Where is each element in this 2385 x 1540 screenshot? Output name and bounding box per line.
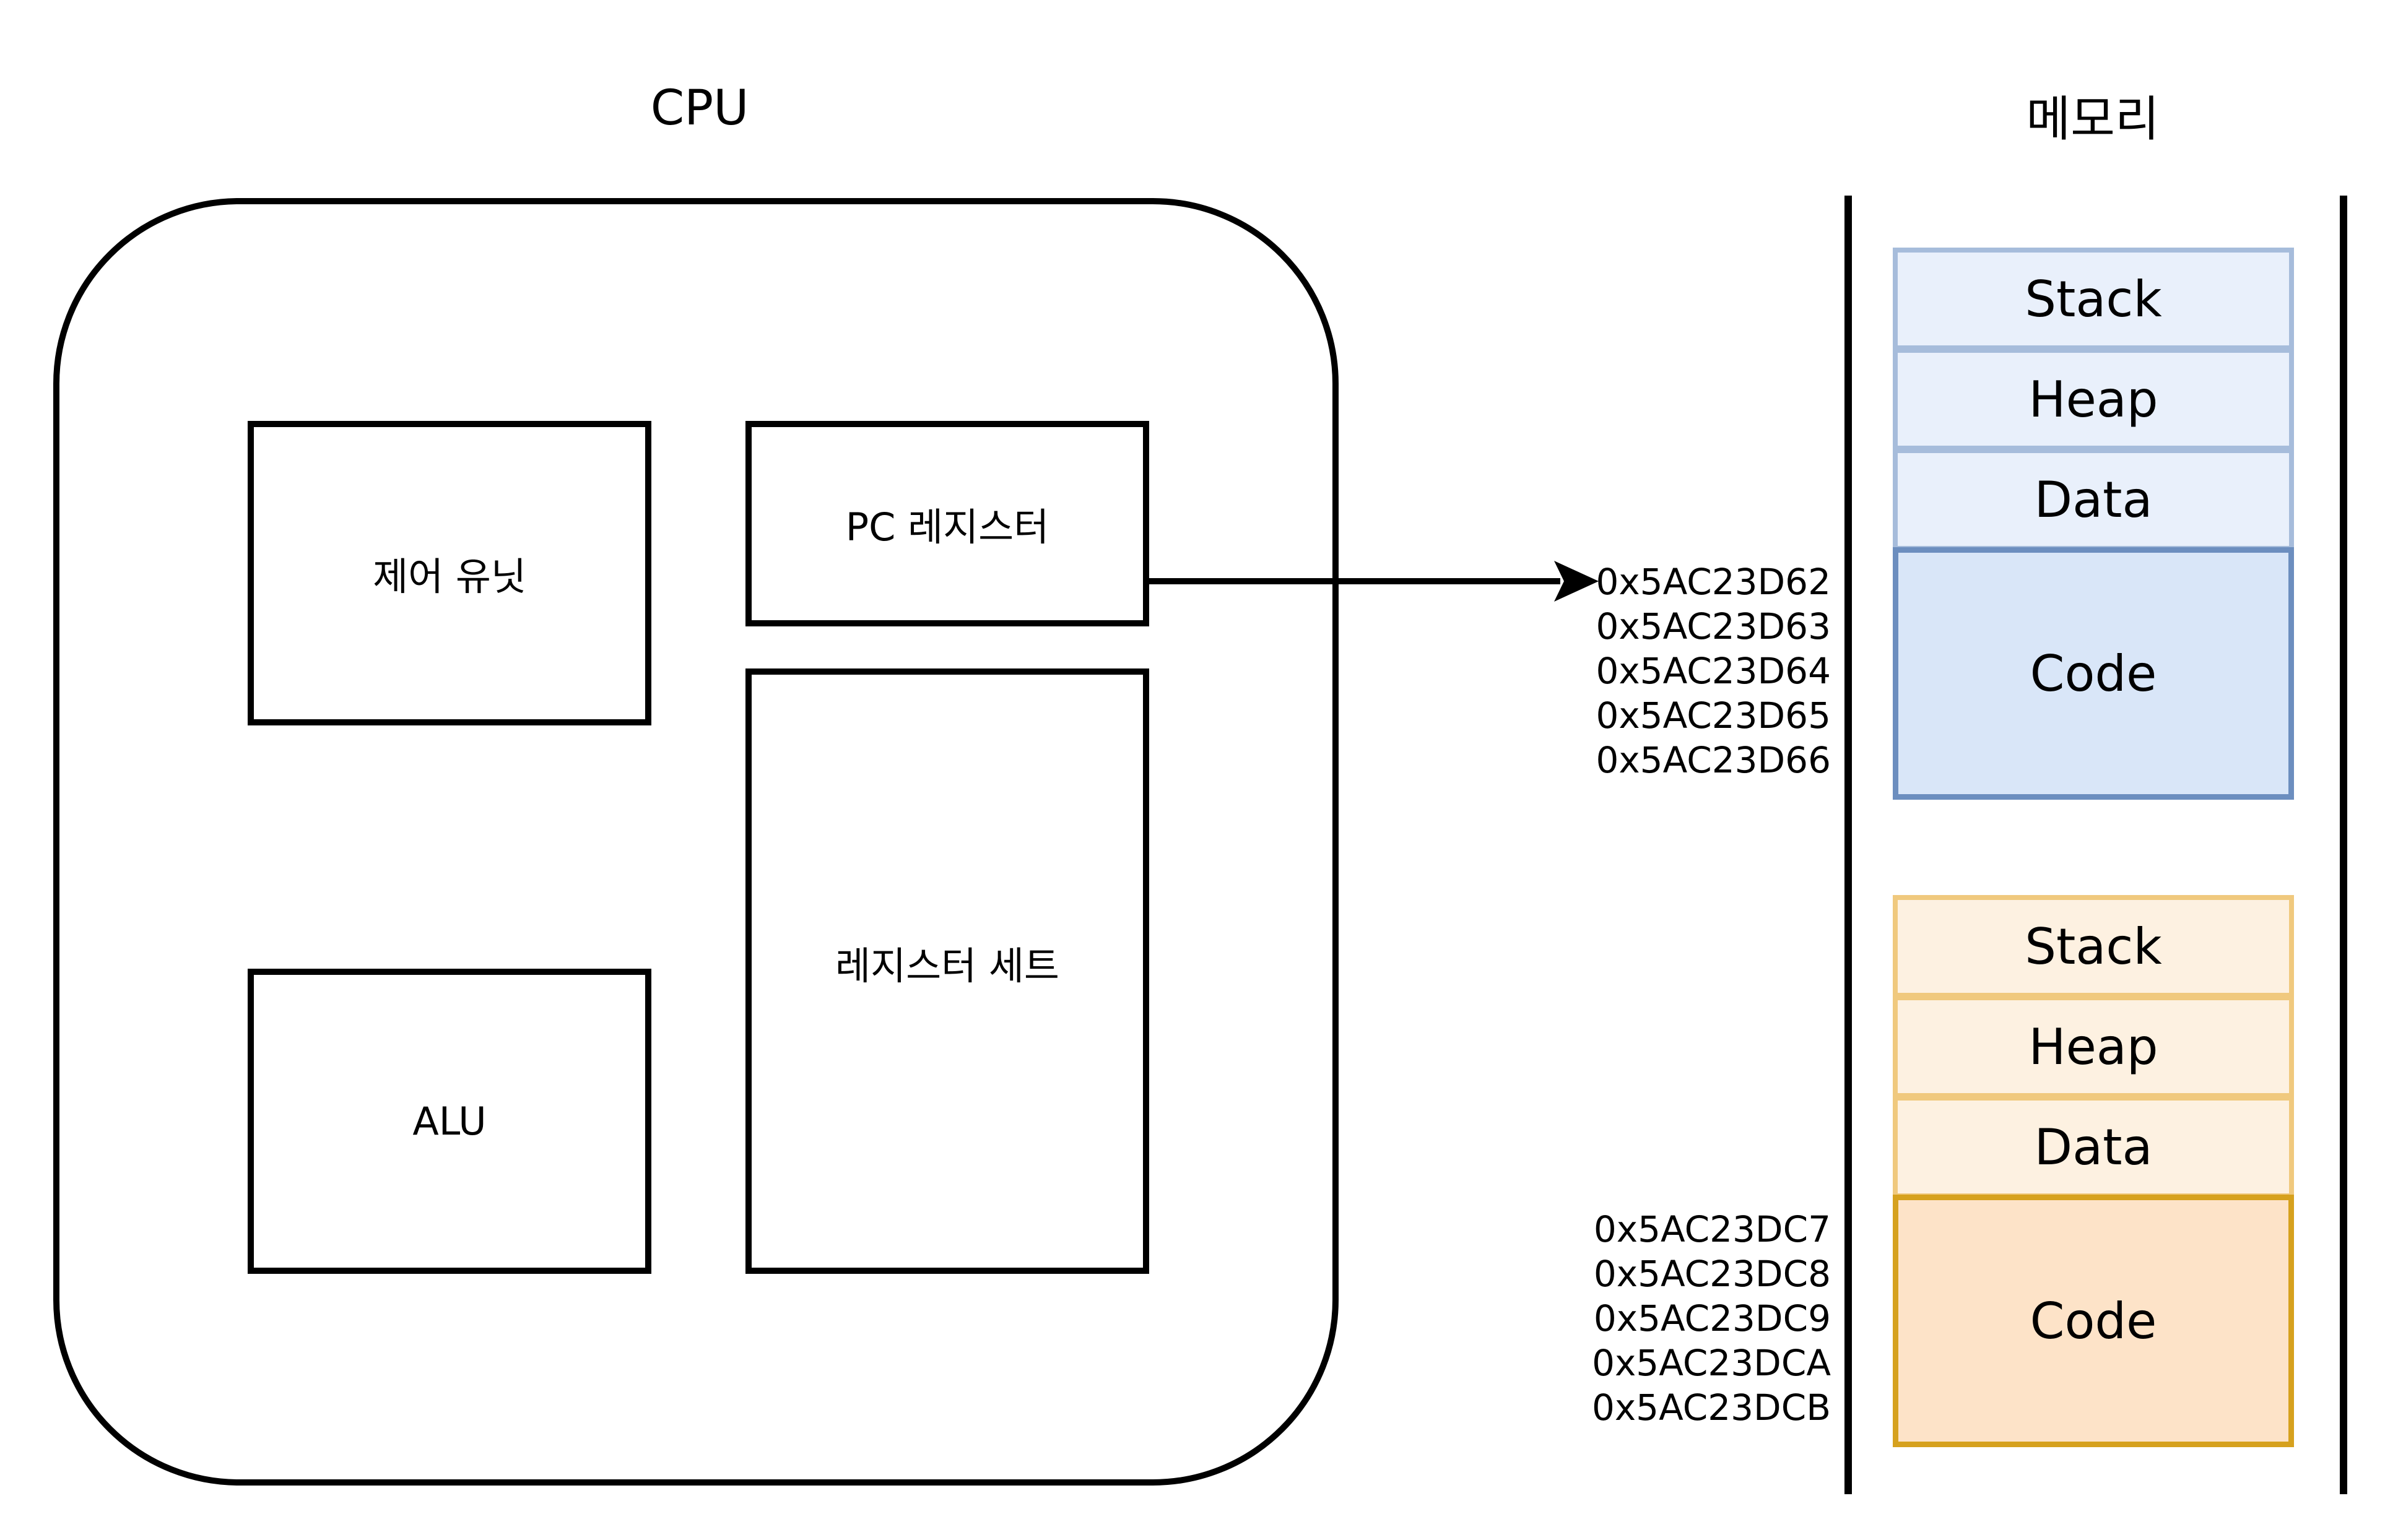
alu-label: ALU (412, 1099, 487, 1144)
memory-address: 0x5AC23DCA (1592, 1342, 1831, 1384)
memory-address: 0x5AC23D63 (1596, 605, 1831, 647)
process-b-stack-segment: Stack (1893, 895, 2294, 998)
pc-register-label: PC 레지스터 (845, 504, 1049, 550)
process-a-heap-segment: Heap (1893, 348, 2294, 451)
pc-register-box: PC 레지스터 (745, 421, 1149, 626)
segment-label: Stack (2025, 917, 2162, 975)
process-b-heap-segment: Heap (1893, 995, 2294, 1098)
register-set-box: 레지스터 세트 (745, 668, 1149, 1274)
memory-right-boundary (2340, 196, 2347, 1494)
process-b-address-list: 0x5AC23DC7 0x5AC23DC8 0x5AC23DC9 0x5AC23… (1592, 1207, 1831, 1430)
process-a-data-segment: Data (1893, 448, 2294, 551)
control-unit-box: 제어 유닛 (248, 421, 651, 725)
process-b-data-segment: Data (1893, 1096, 2294, 1198)
segment-label: Data (2034, 1118, 2153, 1176)
process-a-address-list: 0x5AC23D62 0x5AC23D63 0x5AC23D64 0x5AC23… (1596, 560, 1831, 782)
control-unit-label: 제어 유닛 (373, 554, 526, 599)
process-a-code-segment: Code (1893, 547, 2294, 800)
cpu-container (53, 198, 1339, 1486)
process-a-stack-segment: Stack (1893, 248, 2294, 350)
memory-left-boundary (1844, 196, 1852, 1494)
memory-address: 0x5AC23DC8 (1593, 1253, 1831, 1295)
segment-label: Code (2030, 1292, 2157, 1350)
memory-address: 0x5AC23DC7 (1593, 1208, 1831, 1250)
segment-label: Heap (2028, 370, 2158, 428)
alu-box: ALU (248, 969, 651, 1274)
segment-label: Stack (2025, 270, 2162, 328)
memory-address: 0x5AC23DC9 (1593, 1297, 1831, 1339)
segment-label: Code (2030, 644, 2157, 703)
memory-address: 0x5AC23DCB (1591, 1386, 1831, 1429)
process-b-code-segment: Code (1893, 1195, 2294, 1447)
register-set-label: 레지스터 세트 (835, 943, 1059, 988)
segment-label: Heap (2028, 1018, 2158, 1076)
cpu-title: CPU (650, 80, 749, 136)
memory-title: 메모리 (2026, 92, 2160, 147)
segment-label: Data (2034, 470, 2153, 529)
memory-address: 0x5AC23D66 (1596, 739, 1831, 781)
memory-address: 0x5AC23D64 (1596, 650, 1831, 692)
memory-address: 0x5AC23D65 (1596, 694, 1831, 737)
memory-address: 0x5AC23D62 (1596, 561, 1831, 603)
